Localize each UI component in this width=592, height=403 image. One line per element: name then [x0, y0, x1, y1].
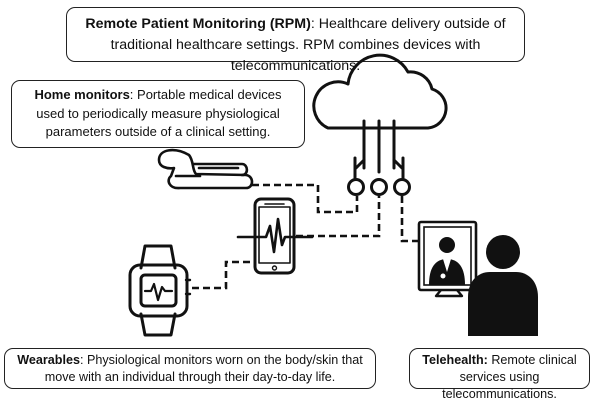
telehealth-term: Telehealth:: [422, 353, 488, 367]
cloud-icon: [312, 53, 448, 196]
rpm-definition: : Healthcare delivery outside of traditi…: [110, 16, 506, 74]
connector-telehealth: [400, 196, 420, 243]
rpm-diagram-art: [128, 53, 538, 337]
rpm-definition-box: Remote Patient Monitoring (RPM): Healthc…: [66, 7, 525, 74]
connector-watch: [192, 260, 253, 290]
connector-home-monitor: [252, 183, 359, 214]
connector-phone: [296, 196, 381, 238]
pulse-oximeter-icon: [157, 148, 254, 190]
wearables-definition: : Physiological monitors worn on the bod…: [44, 353, 363, 384]
wearables-term: Wearables: [17, 353, 80, 367]
dashed-connectors: [192, 183, 420, 290]
patient-silhouette-icon: [468, 235, 538, 336]
home-monitors-definition: : Portable medical devices used to perio…: [36, 87, 282, 139]
telehealth-doctor-screen-icon: [417, 220, 478, 298]
smartwatch-icon: [128, 244, 192, 337]
home-monitors-box: Home monitors: Portable medical devices …: [11, 80, 305, 148]
rpm-term: Remote Patient Monitoring (RPM): [85, 16, 311, 32]
smartphone-ecg-icon: [236, 197, 314, 275]
home-monitors-term: Home monitors: [34, 87, 130, 102]
wearables-box: Wearables: Physiological monitors worn o…: [4, 348, 376, 389]
